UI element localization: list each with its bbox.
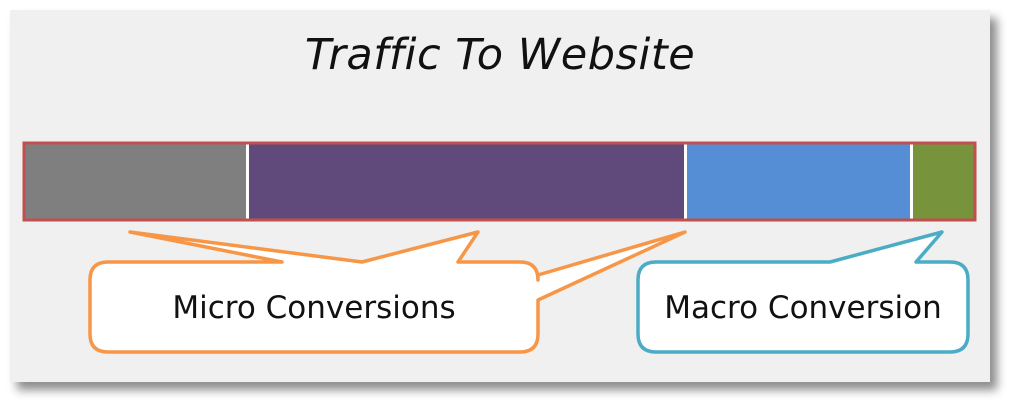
bar-segment-gray (25, 144, 247, 219)
bar-separator (684, 144, 687, 219)
micro-conversions-label: Micro Conversions (172, 290, 455, 326)
bar-segment-blue (687, 144, 911, 219)
bar-segment-purple (249, 144, 685, 219)
diagram-title: Traffic To Website (304, 30, 696, 80)
macro-conversion-callout (636, 230, 970, 354)
bar-segment-green (913, 144, 974, 219)
bar-separator (910, 144, 913, 219)
macro-conversion-label: Macro Conversion (664, 290, 941, 326)
micro-conversions-callout (88, 230, 687, 354)
bar-separator (246, 144, 249, 219)
traffic-bar-border (22, 141, 977, 222)
